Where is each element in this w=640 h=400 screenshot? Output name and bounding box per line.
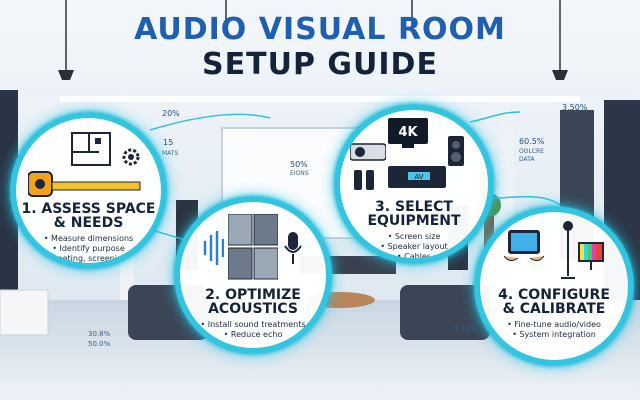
stat-308: 30.8% bbox=[88, 330, 111, 338]
stat-15-label: MATS bbox=[162, 150, 179, 157]
av-receiver-label: AV bbox=[414, 173, 423, 181]
step-4-title-line2: & CALIBRATE bbox=[502, 301, 606, 317]
stat-20: 20% bbox=[162, 109, 180, 118]
step-2-bullets: • Install sound treatments • Reduce echo bbox=[180, 320, 326, 340]
step-1-bullets: • Measure dimensions • Identify purpose … bbox=[16, 234, 161, 263]
step-2-title: 2. OPTIMIZE bbox=[205, 287, 301, 303]
stat-15: 15 bbox=[163, 138, 174, 147]
stat-605-label2: DATA bbox=[519, 156, 535, 163]
stat-172: 1.72% bbox=[454, 325, 477, 333]
step-2-title-line2: ACOUSTICS bbox=[208, 301, 298, 317]
av-receiver-icon: AV bbox=[388, 166, 446, 188]
step-3-bullets: • Screen size • Speaker layout • Cables bbox=[340, 232, 488, 261]
stat-50: 50% bbox=[290, 160, 308, 169]
page-title-line1: AUDIO VISUAL ROOM bbox=[134, 12, 506, 47]
projector-icon bbox=[350, 143, 386, 161]
tv-4k-icon: 4K bbox=[388, 118, 428, 148]
microphone-stand-icon bbox=[561, 221, 575, 279]
stat-500: 50.0% bbox=[88, 340, 111, 348]
step-1-bullet-1: • Measure dimensions bbox=[43, 234, 134, 243]
step-2-bullet-1: • Install sound treatments bbox=[200, 320, 306, 329]
step-3-bullet-3: • Cables bbox=[396, 252, 432, 261]
step-3-bullet-1: • Screen size bbox=[387, 232, 441, 241]
step-4-title: 4. CONFIGURE bbox=[498, 287, 610, 303]
step-4-bullet-1: • Fine-tune audio/video bbox=[507, 320, 601, 329]
floorplan-icon bbox=[71, 132, 111, 166]
test-pattern-monitor-icon bbox=[578, 242, 604, 270]
acoustic-panel-icon bbox=[228, 214, 278, 280]
step-1-bullet-2: • Identify purpose bbox=[52, 244, 125, 253]
stat-350: 3.50% bbox=[562, 103, 588, 112]
step-4-card: 4. CONFIGURE & CALIBRATE • Fine-tune aud… bbox=[474, 206, 634, 366]
step-4-bullet-2: • System integration bbox=[512, 330, 596, 339]
step-1-title: 1. ASSESS SPACE bbox=[21, 201, 156, 217]
step-3-title: 3. SELECT bbox=[375, 199, 453, 215]
stat-605: 60.5% bbox=[519, 137, 545, 146]
tv-4k-label: 4K bbox=[398, 125, 418, 140]
step-3-title-line2: EQUIPMENT bbox=[367, 213, 461, 229]
stat-50-label: EIONS bbox=[290, 170, 309, 177]
sound-wave-icon bbox=[203, 230, 224, 266]
step-2-bullet-2: • Reduce echo bbox=[223, 330, 283, 339]
page-title-line2: SETUP GUIDE bbox=[202, 47, 438, 82]
remote-icon bbox=[354, 170, 374, 190]
step-1-bullet-3: (meeting, screening) bbox=[46, 254, 131, 263]
step-4-bullets: • Fine-tune audio/video • System integra… bbox=[480, 320, 628, 340]
tape-measure-icon bbox=[28, 171, 141, 197]
step-3-bullet-2: • Speaker layout bbox=[380, 242, 448, 251]
stat-605-label1: OOLCRE bbox=[519, 148, 544, 155]
speaker-icon bbox=[448, 136, 464, 166]
step-3-card: 4K AV 3. SELECT EQUIPMENT • Screen size … bbox=[334, 104, 494, 264]
step-2-card: 2. OPTIMIZE ACOUSTICS • Install sound tr… bbox=[174, 196, 332, 354]
gear-icon bbox=[122, 148, 140, 166]
tablet-icon bbox=[504, 230, 544, 262]
step-1-title-line2: & NEEDS bbox=[53, 215, 124, 231]
step-1-card: 1. ASSESS SPACE & NEEDS • Measure dimens… bbox=[10, 112, 167, 269]
microphone-icon bbox=[284, 232, 302, 264]
